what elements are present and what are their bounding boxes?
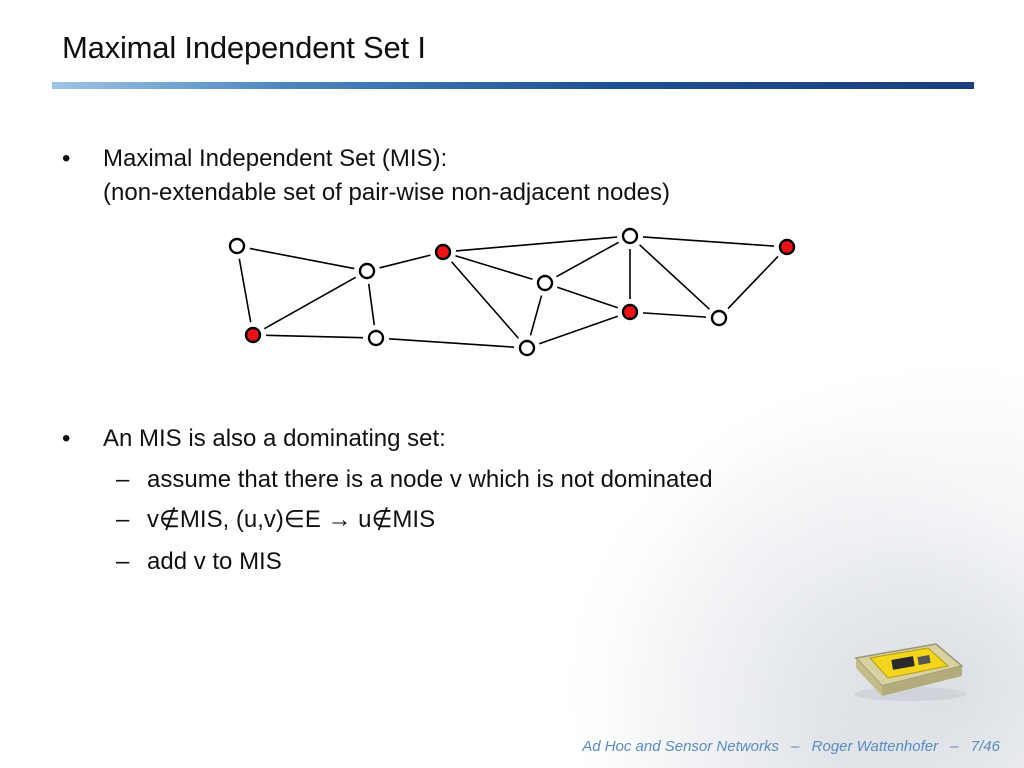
graph-edge: [388, 338, 515, 348]
graph-node: [358, 262, 376, 280]
bullet-marker: •: [62, 145, 71, 172]
graph-edge: [263, 276, 357, 330]
graph-edge: [455, 255, 533, 280]
graph-edge: [249, 247, 355, 270]
bullet-2-text: An MIS is also a dominating set:: [103, 425, 446, 452]
mis-node: [434, 243, 452, 261]
bullet-marker: •: [62, 425, 71, 452]
footer-author: Roger Wattenhofer: [811, 738, 939, 755]
graph-edge: [539, 315, 618, 345]
subitem-2: v∉MIS, (u,v)∈E → u∉MIS: [147, 506, 436, 533]
graph-edge: [455, 236, 618, 252]
mis-node: [621, 303, 639, 321]
graph-edge: [367, 283, 376, 326]
graph-edges: [238, 236, 779, 348]
footer-page-number: 7/46: [970, 738, 1000, 755]
subitem-3: add v to MIS: [147, 548, 282, 575]
mis-node: [244, 326, 262, 344]
graph-node: [367, 329, 385, 347]
graph-edge: [639, 244, 710, 310]
graph-edge: [642, 312, 707, 318]
slide-title: Maximal Independent Set I: [62, 30, 426, 65]
dash-marker: –: [116, 466, 130, 493]
footer-course: Ad Hoc and Sensor Networks: [582, 738, 779, 755]
bullet-1-text: Maximal Independent Set (MIS):: [103, 145, 448, 172]
bullet-1-subtext: (non-extendable set of pair-wise non-adj…: [103, 179, 671, 206]
graph-edge: [727, 255, 779, 310]
graph-edge: [529, 295, 543, 336]
footer-separator: –: [950, 738, 959, 755]
graph-edge: [265, 334, 364, 339]
graph-edge: [450, 261, 520, 339]
background-snow: [560, 360, 1024, 768]
dash-marker: –: [116, 506, 130, 533]
graph-node: [536, 274, 554, 292]
graph-edge: [642, 236, 775, 247]
graph-edge: [379, 254, 431, 269]
mis-node: [778, 238, 796, 256]
graph-edge: [238, 258, 252, 323]
title-underline-bar: [52, 82, 974, 89]
graph-edge: [555, 241, 620, 278]
sensor-device-image: [854, 643, 966, 701]
dash-marker: –: [116, 548, 130, 575]
graph-nodes: [228, 227, 796, 357]
graph-edge: [557, 286, 618, 309]
graph-node: [518, 339, 536, 357]
graph-node: [710, 309, 728, 327]
graph-node: [621, 227, 639, 245]
footer-separator: –: [791, 738, 800, 755]
graph-node: [228, 237, 246, 255]
footer: Ad Hoc and Sensor Networks – Roger Watte…: [578, 738, 1004, 755]
subitem-1: assume that there is a node v which is n…: [147, 466, 713, 493]
